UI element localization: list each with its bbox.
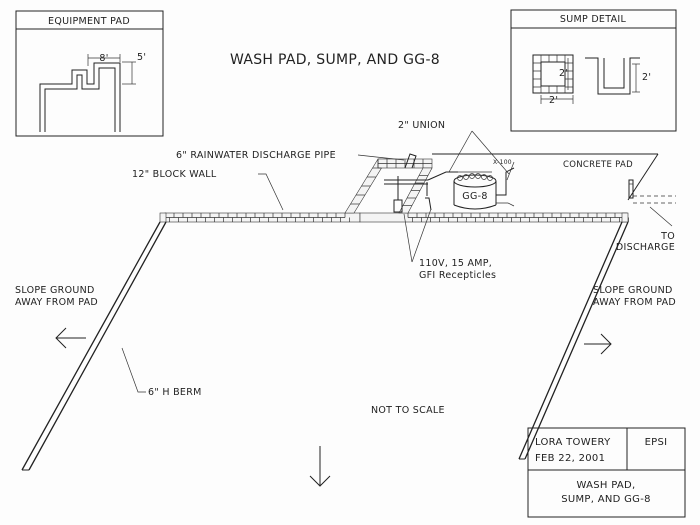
slope-right-label-line2: AWAY FROM PAD — [593, 297, 676, 308]
sump-plan-outer — [532, 54, 574, 94]
sump-depth-label-right: 2' — [642, 72, 651, 83]
title-block-author: LORA TOWERY — [535, 437, 611, 448]
berm-leader — [121, 347, 146, 393]
title-block-sheet-title-line2: SUMP, AND GG-8 — [561, 494, 651, 505]
arrow-left-icon — [55, 327, 86, 349]
gg-8-top — [453, 174, 497, 188]
not-to-scale-label: NOT TO SCALE — [371, 405, 445, 416]
title-block-frame — [527, 427, 686, 518]
sump-detail-frame — [510, 9, 677, 132]
discharge-pipe-dashed — [633, 195, 676, 204]
rainwater-discharge-pipe — [384, 153, 432, 213]
title-block-company: EPSI — [645, 437, 668, 448]
rainwater-pipe-stub — [404, 153, 417, 169]
equipment-pad-heading: EQUIPMENT PAD — [48, 16, 130, 27]
discharge-riser — [628, 179, 634, 199]
receptacle-leader-left — [403, 213, 413, 263]
to-discharge-label-line1: TO — [660, 231, 675, 242]
berm-label: 6" H BERM — [148, 387, 202, 398]
block-wall-leader — [258, 173, 284, 211]
sump-depth-label-left: 2' — [559, 68, 568, 79]
sump-discharge-line — [425, 182, 432, 211]
gg-8-inlet-pipe — [427, 171, 458, 181]
block-wall-label: 12" BLOCK WALL — [132, 169, 217, 180]
slope-arrows — [55, 327, 612, 487]
sump-section-inner — [603, 58, 625, 89]
leader-lines — [121, 130, 510, 393]
sump-crossbar — [384, 179, 428, 185]
valve-label: X-100 — [493, 159, 512, 166]
berms — [21, 221, 629, 471]
discharge-leader — [649, 206, 673, 227]
union-label: 2" UNION — [398, 120, 445, 131]
gg-8-unit: GG-8 X-100 — [427, 159, 515, 210]
gg-8-outlet-valve — [496, 202, 515, 207]
gg-8-bottom — [453, 204, 497, 210]
to-discharge-label-line2: DISCHARGE — [616, 242, 675, 253]
gg-8-outlet-pipe — [496, 167, 515, 196]
union-leader-right — [471, 130, 510, 175]
rainwater-pipe-label: 6" RAINWATER DISCHARGE PIPE — [176, 150, 336, 161]
sump-detail-heading: SUMP DETAIL — [560, 14, 627, 25]
block-wall — [159, 158, 629, 223]
title-block-date: FEB 22, 2001 — [535, 453, 605, 464]
gg-8-label: GG-8 — [462, 191, 487, 202]
equipment-pad-outline-inner — [44, 67, 116, 132]
slope-left-label-line2: AWAY FROM PAD — [15, 297, 98, 308]
title-block: LORA TOWERY FEB 22, 2001 EPSI WASH PAD, … — [527, 427, 686, 518]
slope-right-label-line1: SLOPE GROUND — [593, 285, 673, 296]
rainwater-pipe-leader — [357, 154, 405, 161]
equipment-pad-height-label: 5' — [137, 52, 146, 63]
drawing-title: WASH PAD, SUMP, AND GG-8 — [230, 52, 440, 68]
berm-left — [21, 221, 167, 471]
equipment-pad-outline-outer — [39, 62, 121, 132]
receptacles-label-line1: 110V, 15 AMP, — [419, 258, 492, 269]
arrow-down-icon — [309, 446, 331, 487]
sump-width-label: 2' — [549, 95, 558, 106]
union-leader-left — [448, 130, 473, 173]
discharge-outlet — [628, 179, 676, 227]
equipment-pad-detail: EQUIPMENT PAD 8' 5' — [15, 10, 164, 137]
receptacles-label-line2: GFI Recepticles — [419, 270, 496, 281]
sump-section-outer — [585, 57, 640, 95]
arrow-right-icon — [584, 333, 612, 355]
slope-left-label-line1: SLOPE GROUND — [15, 285, 95, 296]
sump-plan-inner — [540, 61, 566, 87]
berm-right — [518, 221, 629, 460]
concrete-pad-label: CONCRETE PAD — [563, 160, 633, 170]
equipment-pad-frame — [15, 10, 164, 137]
sump-detail: SUMP DETAIL 2' 2' 2' — [510, 9, 677, 132]
equipment-pad-width-label: 8' — [99, 53, 108, 64]
receptacle-leader-right — [411, 208, 432, 263]
title-block-sheet-title-line1: WASH PAD, — [576, 480, 635, 491]
sump-pump — [393, 199, 403, 213]
